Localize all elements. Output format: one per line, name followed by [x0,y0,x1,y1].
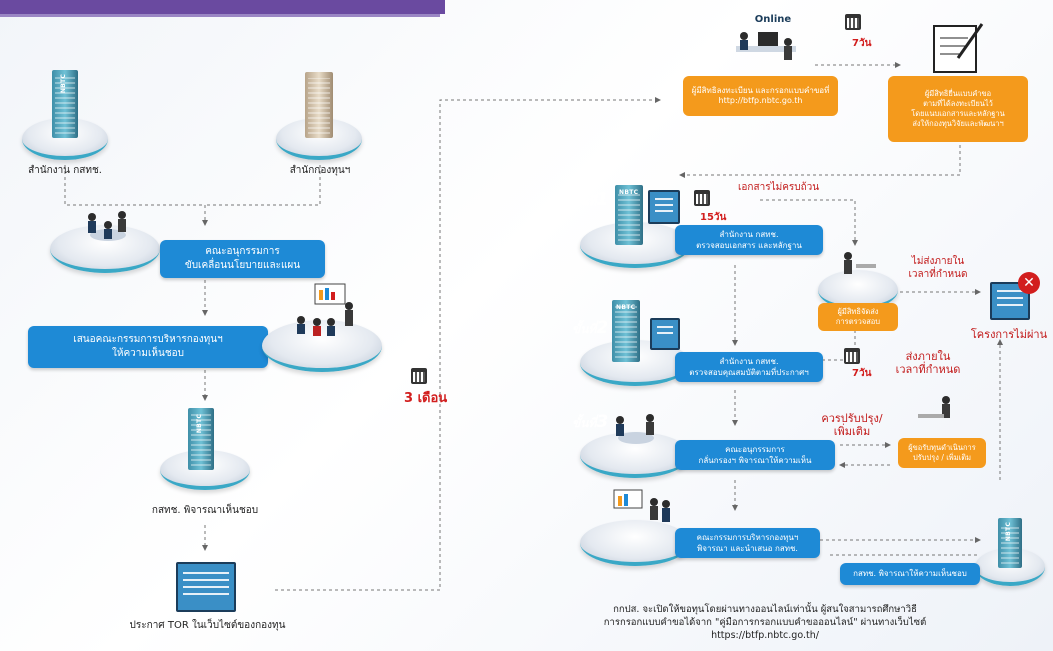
online-desk-icon [736,32,796,60]
stage1-line1: สำนักงาน กสทช. [719,230,779,239]
nbtc-building-icon: NBTC [188,408,214,470]
committee2-box: เสนอคณะกรรมการบริหารกองทุนฯ ให้ความเห็นช… [28,326,268,368]
stage1-line2: ตรวจสอบเอกสาร และหลักฐาน [696,241,802,250]
document-icon [648,190,680,224]
stage3-line2: กลั่นกรองฯ พิจารณาให้ความเห็น [698,456,812,465]
committee2-line2: ให้ความเห็นชอบ [112,348,184,359]
late-line1: ไม่ส่งภายใน [911,256,965,267]
final-committee-line1: คณะกรรมการบริหารกองทุนฯ [696,533,799,542]
tor-label: ประกาศ TOR ในเว็บไซต์ของกองทุน [129,620,286,631]
stage3-num: 3 [596,412,609,432]
stage2-line1: สำนักงาน กสทช. [719,357,779,366]
stage2-line2: ตรวจสอบคุณสมบัติตามที่ประกาศฯ [689,368,809,377]
nbtc-building-icon: NBTC [52,70,78,138]
footnote-line2: การกรอกแบบคำขอได้จาก "คู่มือการกรอกแบบคำ… [603,617,927,628]
committee2-pedestal [262,320,382,372]
stage2-tag-text: ขั้นที่ [572,322,597,336]
ontime-label: ส่งภายใน เวลาที่กำหนด [888,350,968,376]
final-committee-line2: พิจารณา และนำเสนอ กสทช. [697,544,798,553]
office1-label: สำนักงาน กสทช. [28,165,102,176]
online-box-line1: ผู้มีสิทธิลงทะเบียน และกรอกแบบคำขอที่ [691,86,830,95]
nbtc-building-icon: NBTC [612,300,640,362]
duration-3-months: 3 เดือน [404,391,448,406]
stage2-box: สำนักงาน กสทช. ตรวจสอบคุณสมบัติตามที่ประ… [675,352,823,382]
footnote-url: https://btfp.nbtc.go.th/ [711,630,819,641]
submit-line4: ส่งให้กองทุนวิจัยและพัฒนาฯ [912,119,1004,128]
header-bar-accent [0,14,440,17]
stage3-box: คณะอนุกรรมการ กลั่นกรองฯ พิจารณาให้ความเ… [675,440,835,470]
online-box-line2: http://btfp.nbtc.go.th [718,96,803,105]
person-desk-icon [918,396,950,418]
calendar-icon [411,368,427,384]
revise-line1: ผู้ขอรับทุนดำเนินการ [908,443,976,452]
nbtc-building-icon: NBTC [998,518,1022,568]
nbtc-building-icon: NBTC [615,185,643,245]
submit-line2: ตามที่ได้ลงทะเบียนไว้ [923,99,993,108]
submit-line3: โดยแนบเอกสารและหลักฐาน [911,109,1005,118]
revise-line2: ปรับปรุง / เพิ่มเติม [912,453,972,462]
presentation-icon [613,489,670,522]
committee1-box: คณะอนุกรรมการ ขับเคลื่อนนโยบายและแผน [160,240,325,278]
stage2-num: 2 [596,318,609,338]
calendar-icon [694,190,710,206]
incomplete-docs-label: เอกสารไม่ครบถ้วน [738,182,820,193]
final-committee-pedestal [580,520,690,566]
reject-x-icon: ✕ [1018,272,1040,294]
committee1-line2: ขับเคลื่อนนโยบายและแผน [184,260,301,271]
ontime-line2: เวลาที่กำหนด [895,363,961,376]
person-desk-icon [844,252,876,274]
office2-label: สำนักกองทุนฯ [289,165,351,176]
calendar-icon [844,348,860,364]
improve-label: ควรปรับปรุง/ เพิ่มเติม [812,412,892,438]
stage1-num: 1 [596,190,609,210]
stage1-tag: ขั้นที่1 [572,190,608,211]
committee2-line1: เสนอคณะกรรมการบริหารกองทุนฯ [73,334,223,345]
meeting-people-icon [88,211,126,241]
stage1-tag-text: ขั้นที่ [572,194,597,208]
submit-request-box: ผู้มีสิทธิยื่นแบบคำขอ ตามที่ได้ลงทะเบียน… [888,76,1028,142]
calendar-icon [845,14,861,30]
improve-line1: ควรปรับปรุง/ [821,412,883,425]
stage2-tag: ขั้นที่2 [572,318,608,339]
stage1-days: 15วัน [700,212,727,223]
footnote-line1: กกปส. จะเปิดให้ขอทุนโดยผ่านทางออนไลน์เท่… [613,604,917,615]
final-approve-box: กสทช. พิจารณาให้ความเห็นชอบ [840,563,980,585]
approve-label: กสทช. พิจารณาเห็นชอบ [151,505,259,516]
tor-document-icon [176,562,236,612]
stage1-box: สำนักงาน กสทช. ตรวจสอบเอกสาร และหลักฐาน [675,225,823,255]
building-icon [305,72,333,138]
revise-box: ผู้ขอรับทุนดำเนินการ ปรับปรุง / เพิ่มเติ… [898,438,986,468]
header-bar [0,0,445,14]
document-icon [650,318,680,350]
online-register-box: ผู้มีสิทธิลงทะเบียน และกรอกแบบคำขอที่ ht… [683,76,838,116]
presentation-icon [297,283,353,336]
review-line2: การตรวจสอบ [835,317,881,326]
meeting-people-icon [616,414,654,444]
ontime-line1: ส่งภายใน [905,350,951,363]
stage3-tag-text: ขั้นที่ [572,416,597,430]
late-label: ไม่ส่งภายใน เวลาที่กำหนด [903,255,973,281]
stage3-tag: ขั้นที่3 [572,412,608,433]
footnote: กกปส. จะเปิดให้ขอทุนโดยผ่านทางออนไลน์เท่… [600,603,930,642]
review-box: ผู้มีสิทธิจัดส่ง การตรวจสอบ [818,303,898,331]
online-label: Online [754,14,792,25]
rejected-label: โครงการไม่ผ่าน [970,328,1048,341]
stage2-days: 7วัน [852,368,872,379]
review-line1: ผู้มีสิทธิจัดส่ง [837,307,879,316]
online-days: 7วัน [852,38,872,49]
stage3-line1: คณะอนุกรรมการ [725,445,785,454]
submit-line1: ผู้มีสิทธิยื่นแบบคำขอ [924,89,992,98]
final-committee-box: คณะกรรมการบริหารกองทุนฯ พิจารณา และนำเสน… [675,528,820,558]
late-line2: เวลาที่กำหนด [908,269,968,280]
committee1-line1: คณะอนุกรรมการ [205,246,280,257]
improve-line2: เพิ่มเติม [833,425,871,438]
form-edit-icon [933,23,984,73]
